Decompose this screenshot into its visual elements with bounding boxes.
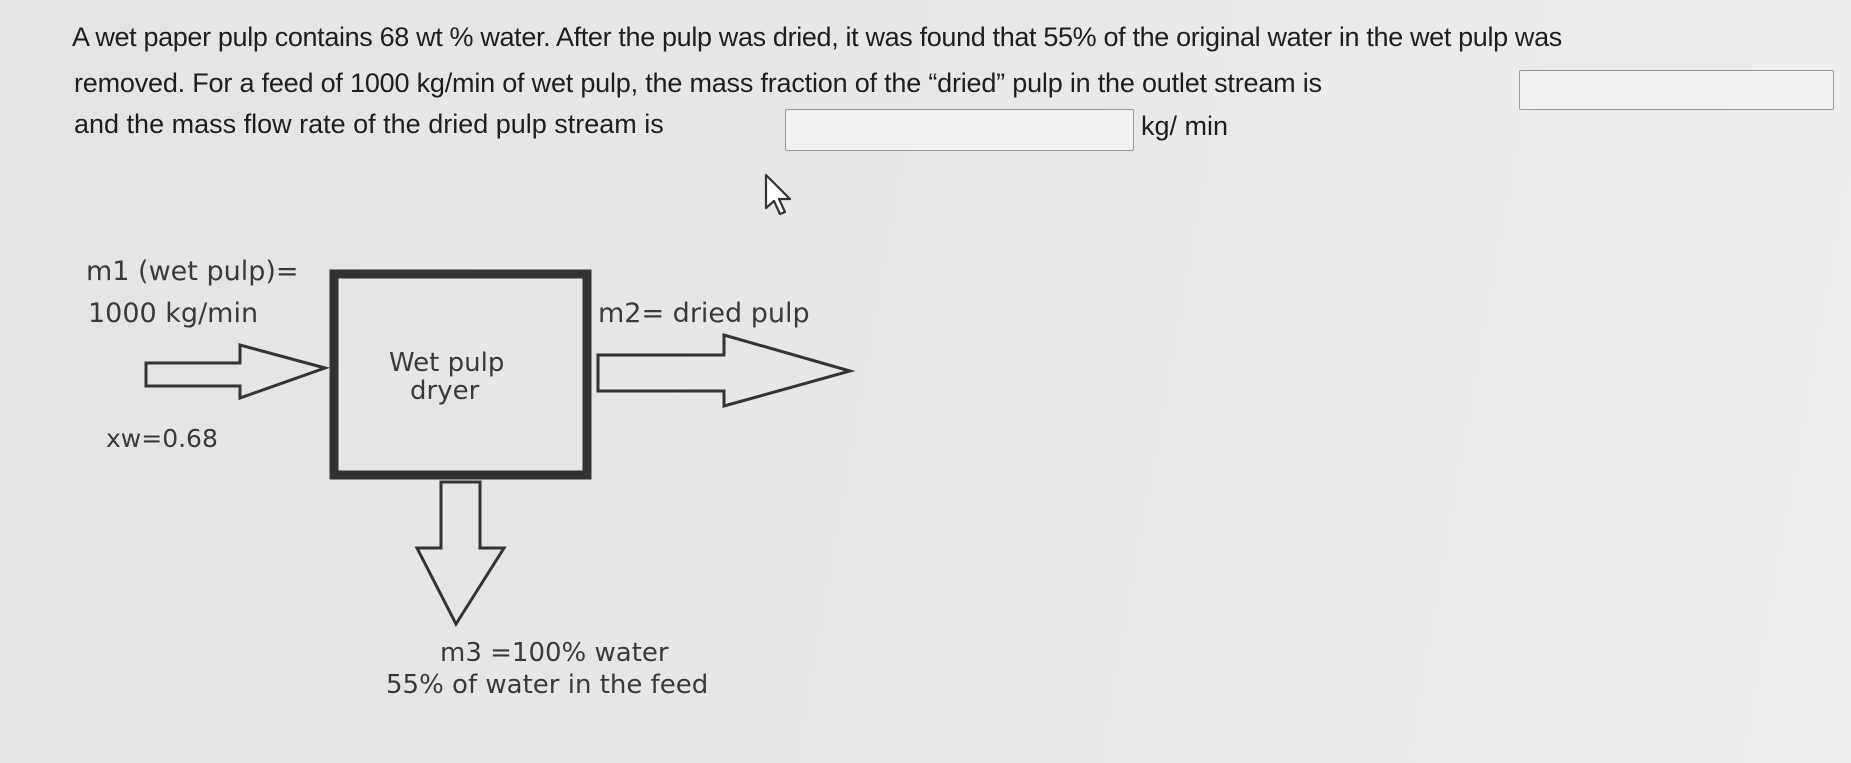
dryer-unit-box [329,269,592,480]
unit-label: kg/ min [1141,111,1229,141]
question-line-1: A wet paper pulp contains 68 wt % water.… [72,22,1562,52]
product-stream-label: m2= dried pulp [598,298,810,329]
water-stream-label: m3 =100% water [440,638,669,668]
feed-flow-rate-label: 1000 kg/min [88,298,259,329]
mass-fraction-answer-box[interactable] [1519,70,1834,110]
water-fraction-label: 55% of water in the feed [386,670,709,700]
question-line-3: and the mass flow rate of the dried pulp… [74,109,664,139]
dryer-label-line-1: Wet pulp [389,348,505,378]
feed-stream-label: m1 (wet pulp)= [86,256,299,287]
mouse-cursor-icon [764,173,792,216]
feed-arrow-icon [144,343,331,401]
question-line-2: removed. For a feed of 1000 kg/min of we… [74,68,1322,98]
feed-composition-label: xw=0.68 [106,424,218,453]
water-outlet-arrow-icon [414,480,507,628]
product-arrow-icon [596,333,856,408]
dryer-label-line-2: dryer [410,376,480,406]
mass-flow-rate-answer-box[interactable] [785,109,1134,151]
